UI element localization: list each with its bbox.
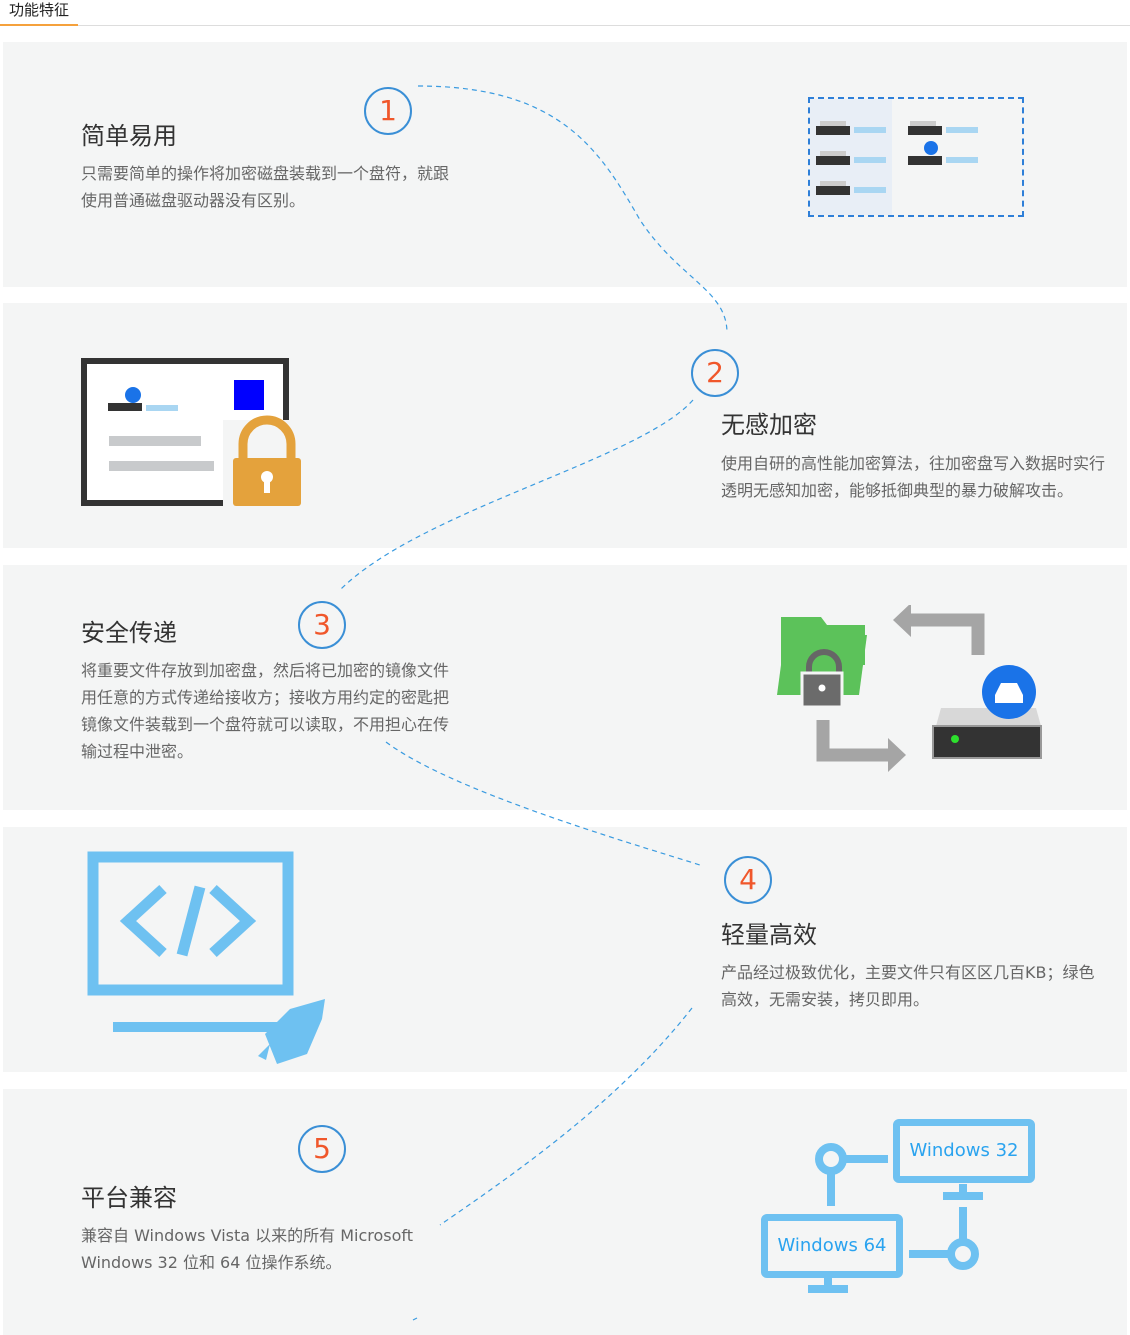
encrypted-disk-lock-illustration: [81, 358, 303, 508]
tab-bar: 功能特征: [0, 0, 1130, 26]
drive-list-illustration: [808, 97, 1024, 217]
step-number: 5: [298, 1125, 346, 1173]
feature-title: 轻量高效: [721, 921, 817, 949]
secure-transfer-illustration: [777, 605, 1042, 772]
step-number: 3: [298, 601, 346, 649]
feature-desc: 只需要简单的操作将加密磁盘装载到一个盘符，就跟使用普通磁盘驱动器没有区别。: [81, 164, 450, 210]
feature-title: 无感加密: [721, 411, 817, 439]
windows-64-monitor: Windows 64: [761, 1214, 903, 1278]
feature-panel-2: 无感加密 使用自研的高性能加密算法，往加密盘写入数据时实行透明无感知加密，能够抵…: [3, 303, 1127, 548]
feature-panel-1: 简单易用 只需要简单的操作将加密磁盘装载到一个盘符，就跟使用普通磁盘驱动器没有区…: [3, 42, 1127, 287]
feature-desc: 产品经过极致优化，主要文件只有区区几百KB；绿色高效，无需安装，拷贝即用。: [721, 963, 1095, 1009]
code-rocket-illustration: [87, 851, 325, 1064]
feature-title: 简单易用: [81, 122, 177, 150]
step-number: 4: [724, 856, 772, 904]
step-number: 1: [364, 87, 412, 135]
feature-desc: 使用自研的高性能加密算法，往加密盘写入数据时实行透明无感知加密，能够抵御典型的暴…: [721, 454, 1106, 500]
feature-panel-5: 平台兼容 兼容自 Windows Vista 以来的所有 Microsoft W…: [3, 1089, 1127, 1335]
tab-features[interactable]: 功能特征: [0, 0, 78, 26]
feature-panel-3: 安全传递 将重要文件存放到加密盘，然后将已加密的镜像文件用任意的方式传递给接收方…: [3, 565, 1127, 810]
feature-panel-4: 轻量高效 产品经过极致优化，主要文件只有区区几百KB；绿色高效，无需安装，拷贝即…: [3, 827, 1127, 1072]
step-number: 2: [691, 349, 739, 397]
feature-desc: 兼容自 Windows Vista 以来的所有 Microsoft Window…: [81, 1226, 414, 1272]
feature-title: 安全传递: [81, 619, 177, 647]
feature-desc: 将重要文件存放到加密盘，然后将已加密的镜像文件用任意的方式传递给接收方；接收方用…: [81, 661, 450, 761]
feature-title: 平台兼容: [81, 1184, 177, 1212]
windows-32-monitor: Windows 32: [893, 1119, 1035, 1183]
network-lines-icon: [808, 1143, 983, 1293]
